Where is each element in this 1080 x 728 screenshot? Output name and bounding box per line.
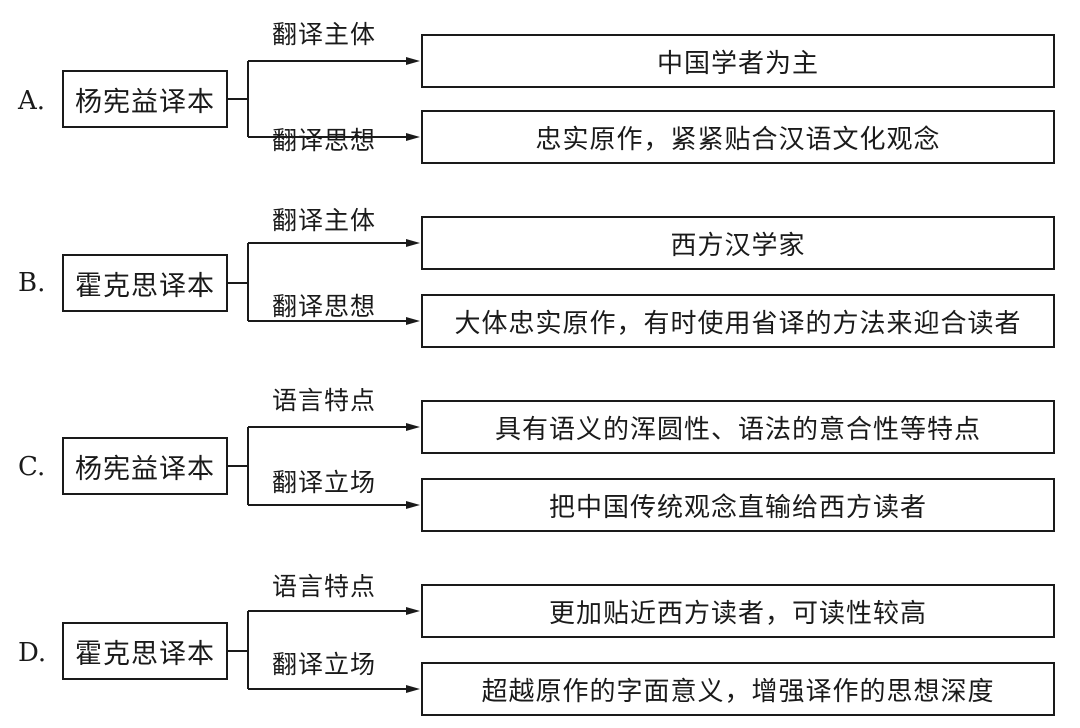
target-box: 中国学者为主	[421, 34, 1055, 88]
source-box: 霍克思译本	[62, 622, 228, 680]
arrowhead-icon	[406, 239, 420, 247]
source-box: 杨宪益译本	[62, 70, 228, 128]
option-letter: A.	[18, 86, 46, 116]
option-letter: D.	[18, 638, 47, 668]
source-box: 霍克思译本	[62, 254, 228, 312]
target-box: 把中国传统观念直输给西方读者	[421, 478, 1055, 532]
branch-label: 翻译主体	[272, 20, 377, 49]
target-box: 超越原作的字面意义，增强译作的思想深度	[421, 662, 1055, 716]
arrowhead-icon	[406, 133, 420, 141]
option-letter: B.	[18, 268, 46, 298]
branch-label: 翻译立场	[272, 468, 377, 497]
branch-label: 翻译思想	[272, 126, 377, 155]
target-box: 西方汉学家	[421, 216, 1055, 270]
branch-label: 翻译主体	[272, 206, 377, 235]
option-letter: C.	[18, 452, 46, 482]
branch-label: 翻译思想	[272, 292, 377, 321]
branch-label: 语言特点	[272, 386, 377, 415]
arrowhead-icon	[406, 607, 420, 615]
arrowhead-icon	[406, 685, 420, 693]
branch-label: 翻译立场	[272, 650, 377, 679]
target-box: 大体忠实原作，有时使用省译的方法来迎合读者	[421, 294, 1055, 348]
arrowhead-icon	[406, 317, 420, 325]
arrowhead-icon	[406, 57, 420, 65]
target-box: 忠实原作，紧紧贴合汉语文化观念	[421, 110, 1055, 164]
target-box: 具有语义的浑圆性、语法的意合性等特点	[421, 400, 1055, 454]
source-box: 杨宪益译本	[62, 437, 228, 495]
branch-label: 语言特点	[272, 572, 377, 601]
arrowhead-icon	[406, 423, 420, 431]
arrowhead-icon	[406, 501, 420, 509]
target-box: 更加贴近西方读者，可读性较高	[421, 584, 1055, 638]
